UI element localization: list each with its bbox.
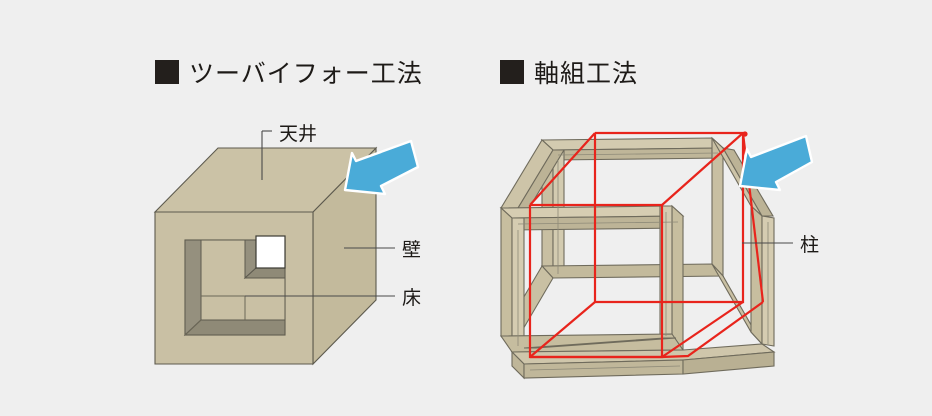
label-wall: 壁 (402, 239, 421, 261)
red-edge-bottom-left (529, 301, 596, 358)
label-floor: 床 (402, 287, 421, 309)
callouts-two-by-four: 天井 壁 床 (245, 123, 421, 309)
panel-two-by-four: ツーバイフォー工法 (153, 59, 423, 366)
deformation-outline-red (528, 131, 765, 359)
red-edge-top-right (661, 132, 744, 206)
wall-thickness-left (184, 239, 202, 337)
bullet-square-icon (155, 60, 179, 84)
sill-front-right-face (682, 351, 775, 375)
red-edge-bottom-right (661, 301, 744, 358)
callouts-post-and-beam: 柱 (742, 234, 819, 256)
timber-frame (499, 136, 776, 380)
brace-bottom-run (523, 337, 677, 349)
floor-thickness (183, 319, 286, 336)
arrow-blue-icon (343, 139, 420, 196)
box-cutaway (183, 235, 286, 337)
red-node-marker (742, 131, 748, 137)
corner-miter-edge (184, 319, 202, 336)
post-middle (671, 204, 684, 352)
arrow-blue-icon (738, 134, 814, 192)
load-arrow-left (343, 139, 420, 196)
red-edge-top-left (529, 132, 596, 206)
label-ceiling: 天井 (279, 123, 317, 145)
timber-seams (517, 152, 769, 371)
post-frontleft-left (500, 206, 513, 350)
load-arrow-right (738, 134, 814, 192)
panel-post-and-beam: 軸組工法 (499, 59, 819, 380)
panel-title-text: 軸組工法 (534, 59, 638, 88)
bullet-square-icon (500, 60, 524, 84)
window-opening (255, 235, 286, 269)
red-bottom-run (530, 301, 764, 359)
beam-back-bottom (540, 263, 725, 279)
panel-title-two-by-four: ツーバイフォー工法 (155, 59, 423, 88)
panel-title-post-and-beam: 軸組工法 (500, 59, 638, 88)
label-pillar: 柱 (800, 234, 819, 256)
panel-title-text: ツーバイフォー工法 (189, 59, 423, 88)
